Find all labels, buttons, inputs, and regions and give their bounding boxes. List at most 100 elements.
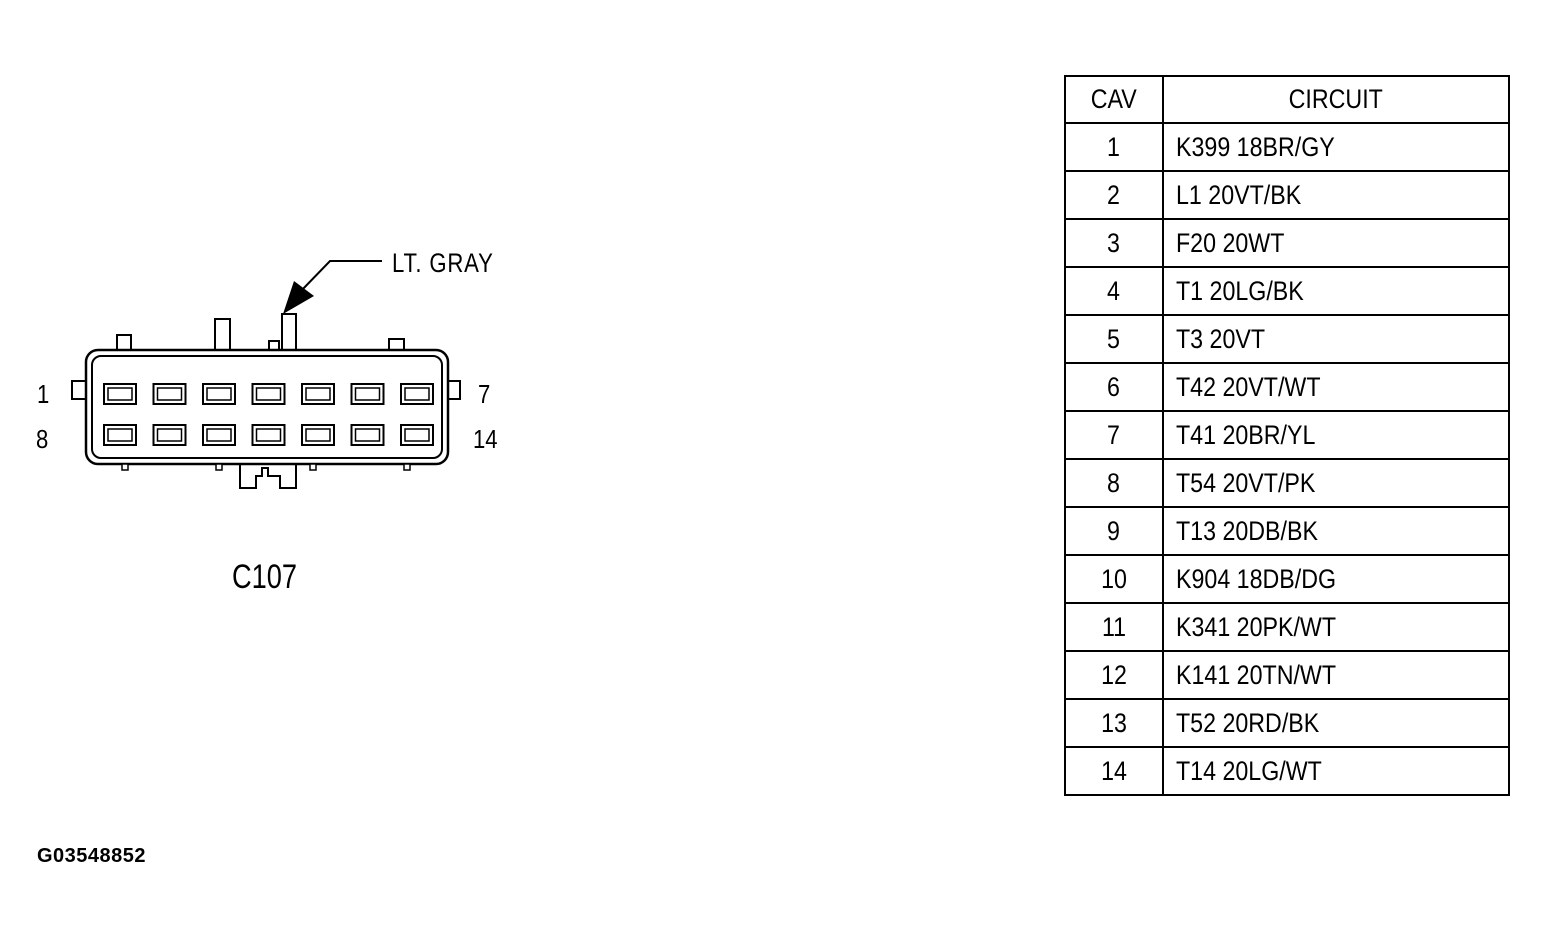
- circuit-cell: T42 20VT/WT: [1162, 362, 1510, 412]
- cavity-terminal: [255, 387, 282, 401]
- cav-number: 13: [1101, 707, 1127, 738]
- circuit-cell: K341 20PK/WT: [1162, 602, 1510, 652]
- circuit-cell: K904 18DB/DG: [1162, 554, 1510, 604]
- circuit-cell: T41 20BR/YL: [1162, 410, 1510, 460]
- table-row: 13 T52 20RD/BK: [1064, 698, 1510, 748]
- cavity-terminal: [156, 387, 183, 401]
- cavity-terminal: [206, 428, 232, 442]
- cavity-13: [350, 424, 385, 446]
- cavity-3: [202, 383, 236, 405]
- cavity-12: [301, 424, 335, 446]
- cav-cell: 14: [1064, 746, 1164, 796]
- cav-number: 3: [1107, 227, 1121, 258]
- cav-number: 12: [1101, 659, 1127, 690]
- leader-arrowhead: [283, 281, 314, 314]
- cavity-terminal: [404, 428, 430, 442]
- table-row: 4 T1 20LG/BK: [1064, 266, 1510, 316]
- cavity-terminal: [107, 428, 133, 442]
- top-lock-post: [214, 318, 231, 351]
- circuit-cell: T13 20DB/BK: [1162, 506, 1510, 556]
- bottom-nub: [309, 463, 317, 471]
- leader-line: [299, 260, 382, 293]
- cav-number: 7: [1107, 419, 1121, 450]
- cavity-terminal: [107, 387, 133, 401]
- circuit-code: L1 20VT/BK: [1176, 179, 1302, 210]
- cav-cell: 1: [1064, 122, 1164, 172]
- cav-cell: 10: [1064, 554, 1164, 604]
- cavity-grid: [103, 383, 434, 446]
- cavity-10: [202, 424, 236, 446]
- cav-number: 8: [1107, 467, 1121, 498]
- cavity-terminal: [305, 428, 331, 442]
- cavity-terminal: [305, 387, 331, 401]
- cav-cell: 11: [1064, 602, 1164, 652]
- connector-id: C107: [232, 558, 298, 596]
- cavity-terminal: [354, 428, 381, 442]
- table-row: 2 L1 20VT/BK: [1064, 170, 1510, 220]
- circuit-code: T52 20RD/BK: [1176, 707, 1320, 738]
- pin-label-1: 1: [37, 379, 50, 409]
- cavity-terminal: [404, 387, 430, 401]
- table-row: 10 K904 18DB/DG: [1064, 554, 1510, 604]
- cav-number: 14: [1101, 755, 1127, 786]
- cav-cell: 4: [1064, 266, 1164, 316]
- circuit-code: T42 20VT/WT: [1176, 371, 1321, 402]
- top-pointer-post: [281, 313, 297, 351]
- pin-label-14: 14: [473, 424, 498, 454]
- circuit-code: F20 20WT: [1176, 227, 1285, 258]
- circuit-cell: T1 20LG/BK: [1162, 266, 1510, 316]
- cav-cell: 7: [1064, 410, 1164, 460]
- cavity-terminal: [255, 428, 282, 442]
- cavity-4: [251, 383, 286, 405]
- table-row: 7 T41 20BR/YL: [1064, 410, 1510, 460]
- cav-number: 5: [1107, 323, 1121, 354]
- circuit-code: T3 20VT: [1176, 323, 1266, 354]
- circuit-cell: T54 20VT/PK: [1162, 458, 1510, 508]
- connector-body-inner: [91, 355, 443, 459]
- circuit-cell: L1 20VT/BK: [1162, 170, 1510, 220]
- circuit-code: K141 20TN/WT: [1176, 659, 1337, 690]
- color-label: LT. GRAY: [392, 248, 494, 278]
- cavity-8: [103, 424, 137, 446]
- cav-cell: 3: [1064, 218, 1164, 268]
- cav-number: 2: [1107, 179, 1121, 210]
- cav-number: 11: [1101, 611, 1127, 642]
- table-row: 11 K341 20PK/WT: [1064, 602, 1510, 652]
- cavity-7: [400, 383, 434, 405]
- table-row: 3 F20 20WT: [1064, 218, 1510, 268]
- cavity-5: [301, 383, 335, 405]
- circuit-cell: K141 20TN/WT: [1162, 650, 1510, 700]
- table-row: 5 T3 20VT: [1064, 314, 1510, 364]
- top-small-tab: [268, 340, 280, 351]
- circuit-code: K341 20PK/WT: [1176, 611, 1337, 642]
- connector-body-outer: [84, 348, 450, 466]
- cav-number: 10: [1101, 563, 1127, 594]
- connector-drawing: [71, 260, 461, 489]
- cavity-1: [103, 383, 137, 405]
- pin-label-7: 7: [478, 379, 491, 409]
- header-cav: CAV: [1064, 75, 1164, 124]
- circuit-code: T13 20DB/BK: [1176, 515, 1318, 546]
- circuit-cell: T14 20LG/WT: [1162, 746, 1510, 796]
- top-tab: [116, 334, 132, 351]
- circuit-code: T14 20LG/WT: [1176, 755, 1322, 786]
- cav-number: 4: [1107, 275, 1121, 306]
- circuit-code: T41 20BR/YL: [1176, 419, 1316, 450]
- connector-diagram: 1 7 8 14 LT. GRAY C107: [0, 0, 620, 940]
- circuit-code: K904 18DB/DG: [1176, 563, 1337, 594]
- cavity-terminal: [354, 387, 381, 401]
- table-row: 12 K141 20TN/WT: [1064, 650, 1510, 700]
- circuit-code: T54 20VT/PK: [1176, 467, 1316, 498]
- circuit-cell: T3 20VT: [1162, 314, 1510, 364]
- circuit-code: T1 20LG/BK: [1176, 275, 1304, 306]
- cav-cell: 2: [1064, 170, 1164, 220]
- cavity-11: [251, 424, 286, 446]
- cav-cell: 13: [1064, 698, 1164, 748]
- bottom-nub: [121, 463, 129, 471]
- bottom-key: [239, 464, 297, 489]
